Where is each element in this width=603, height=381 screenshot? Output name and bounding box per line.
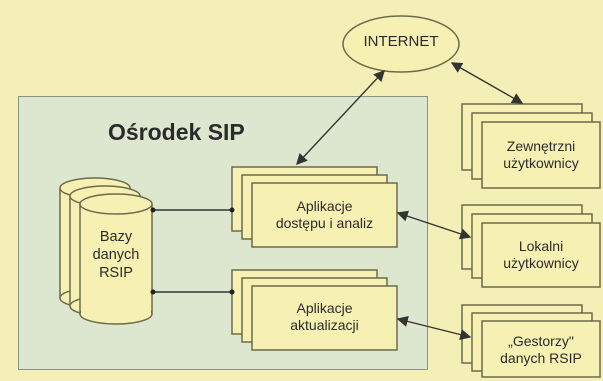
update-app-stack [231, 269, 398, 351]
database-cylinders [59, 177, 153, 325]
external-users-line: Zewnętrzni [506, 138, 576, 154]
local-users-line: Lokalni [518, 238, 564, 254]
internet-ellipse [342, 15, 460, 73]
external-users-label: Zewnętrzni użytkownicy [482, 138, 600, 172]
sip-center-title: Ośrodek SIP [108, 119, 245, 145]
local-users-label: Lokalni użytkownicy [482, 238, 600, 272]
managers-line: danych RSIP [500, 350, 582, 366]
managers-line: „Gestorzy" [508, 333, 574, 349]
database-label-line: danych [92, 247, 140, 263]
update-app-line: aktualizacji [290, 317, 359, 333]
connectors [153, 62, 524, 341]
external-users-line: użytkownicy [503, 155, 579, 171]
external-users-stack [461, 103, 601, 189]
managers-label: „Gestorzy" danych RSIP [482, 333, 600, 367]
managers-stack [461, 304, 601, 378]
connector-dots [150, 207, 235, 295]
database-label-line: Bazy [99, 229, 133, 245]
database-label-line: RSIP [99, 265, 133, 281]
local-users-stack [461, 204, 601, 288]
access-app-stack [231, 166, 398, 248]
access-app-line: dostępu i analiz [275, 215, 374, 231]
local-users-line: użytkownicy [503, 255, 579, 271]
update-app-line: Aplikacje [296, 300, 353, 316]
update-app-label: Aplikacje aktualizacji [252, 300, 397, 334]
internet-label: INTERNET [363, 33, 439, 50]
access-app-line: Aplikacje [296, 198, 353, 214]
access-app-label: Aplikacje dostępu i analiz [252, 198, 397, 232]
database-label: Bazy danych RSIP [80, 228, 152, 282]
